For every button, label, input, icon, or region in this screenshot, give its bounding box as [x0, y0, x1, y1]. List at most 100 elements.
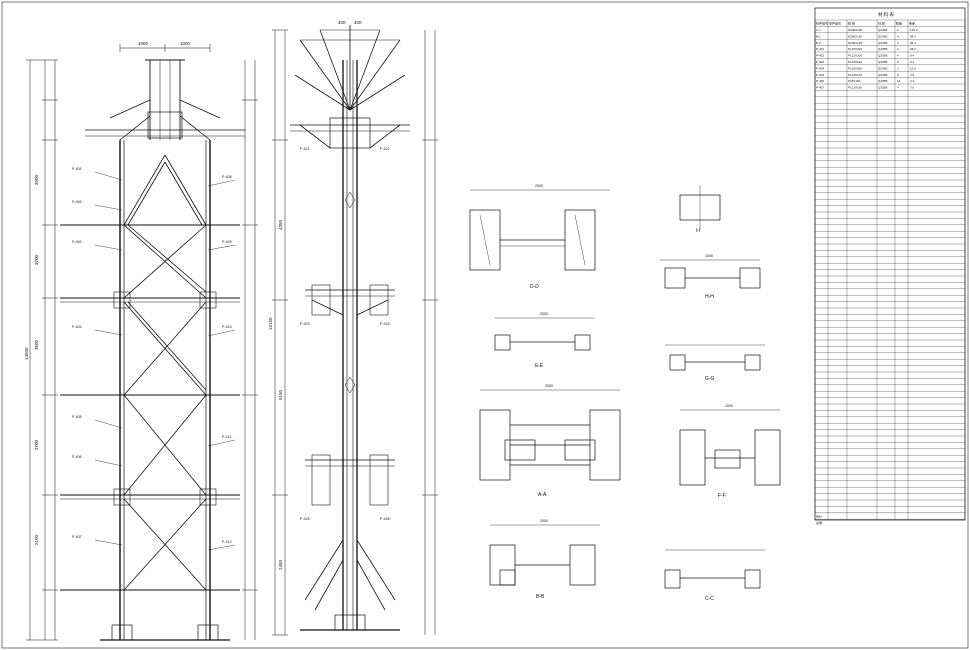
table-cell: Q235B [878, 47, 887, 51]
table-header-cell: 重量 [909, 21, 915, 26]
mid-tag-3: P-423 [300, 322, 310, 326]
table-cell: Q235B [878, 86, 887, 90]
table-header-cell: 构件编号 [816, 21, 828, 26]
mid-dim-side-3: 2450 [278, 559, 283, 570]
tag-7: P-407 [72, 535, 82, 539]
table-cell: P-405 [816, 73, 824, 77]
table-cell: Q235B [878, 41, 887, 45]
table-cell: 6 [897, 60, 899, 64]
table-footer-cell: 总重 [816, 520, 822, 525]
label-b-b: B-B [536, 594, 545, 600]
tag-4: P-404 [72, 325, 82, 329]
mid-tag-5: P-425 [300, 517, 310, 521]
table-cell: B-1 [816, 34, 821, 38]
table-cell: Q235B [878, 60, 887, 64]
table-cell: 4 [897, 34, 899, 38]
table-cell: PL12X200 [848, 54, 862, 58]
table-cell: P-402 [816, 54, 824, 58]
detail-i-i [679, 185, 721, 230]
dim-top-1: 1000 [138, 41, 149, 46]
table-cell: 2 [897, 41, 899, 45]
table-cell: Q235B [878, 79, 887, 83]
detail-d-d [469, 189, 610, 271]
material-table-title: 材 料 表 [878, 11, 895, 18]
table-cell: 2 [897, 47, 899, 51]
table-cell: 2.2 [910, 79, 915, 83]
dim-total: 14500 [24, 347, 29, 360]
table-cell: PL10X150 [848, 60, 862, 64]
table-cell: PL8X100 [848, 79, 861, 83]
table-cell: 4 [897, 54, 899, 58]
label-f-f: F-F [718, 493, 726, 499]
elevation-mid-texts: 400 400 4350 5150 2450 12150 P-421 P-422… [268, 20, 390, 570]
tag-3: P-403 [72, 240, 82, 244]
label-d-d: D-D [530, 284, 539, 290]
detail-b-b [489, 524, 600, 586]
dim-side-5: 2100 [34, 534, 39, 545]
table-header-cell: 规 格 [848, 21, 855, 26]
table-header-cell: 零件编号 [829, 21, 841, 26]
mid-dim-side-2: 5150 [278, 389, 283, 400]
table-cell: H300X150 [848, 34, 863, 38]
table-cell: Q235B [878, 66, 887, 70]
dim-e-e: 2000 [540, 312, 548, 316]
tag-1: P-401 [72, 167, 82, 171]
mid-tag-4: P-424 [380, 322, 390, 326]
tag-10: P-410 [222, 325, 232, 329]
tag-11: P-411 [222, 435, 231, 439]
tower-elevation-side [272, 25, 438, 636]
mid-tag-1: P-421 [300, 147, 310, 151]
tag-12: P-412 [222, 540, 232, 544]
table-cell: P-403 [816, 60, 824, 64]
dim-f-f: 1000 [725, 404, 733, 408]
detail-labels: D-D E-E H-H G-G F-F A-A I-I B-B C-C 2000… [530, 184, 733, 602]
table-cell: 3.8 [910, 73, 915, 77]
table-footer-cell: 合计 [816, 513, 822, 518]
mid-tag-2: P-422 [380, 147, 390, 151]
table-cell: 5.1 [910, 60, 915, 64]
table-cell: P-407 [816, 86, 824, 90]
label-e-e: E-E [535, 363, 544, 369]
tag-6: P-406 [72, 455, 82, 459]
dim-d-d: 2000 [535, 184, 543, 188]
label-a-a: A-A [538, 492, 547, 498]
table-cell: 2 [897, 66, 899, 70]
table-cell: Q235B [878, 54, 887, 58]
section-details [469, 185, 781, 589]
tower-elevation-left [26, 44, 258, 641]
tag-8: P-408 [222, 175, 232, 179]
table-cell: H250X125 [848, 41, 863, 45]
table-cell: 9.4 [910, 54, 915, 58]
mid-dim-total: 12150 [268, 317, 273, 330]
label-i-i: I-I [696, 228, 700, 234]
table-cell: PL12X180 [848, 86, 862, 90]
table-cell: P-406 [816, 79, 824, 83]
detail-h-h [660, 259, 761, 289]
table-header-cell: 材 质 [878, 21, 885, 26]
mid-dim-top-1: 400 [338, 20, 346, 25]
detail-a-a [479, 389, 621, 481]
table-cell: 28.3 [910, 47, 916, 51]
table-cell: PL16X250 [848, 66, 862, 70]
table-header-cell: 数量 [896, 21, 902, 26]
dim-side-1: 3500 [34, 174, 39, 185]
table-cell: 2 [897, 28, 899, 32]
label-g-g: G-G [705, 376, 715, 382]
detail-g-g [665, 344, 765, 371]
mid-dim-top-2: 400 [354, 20, 362, 25]
table-cell: 4 [897, 86, 899, 90]
tag-2: P-402 [72, 200, 82, 204]
tag-5: P-405 [72, 415, 82, 419]
dim-b-b: 2000 [540, 519, 548, 523]
mid-dim-side-1: 4350 [278, 219, 283, 230]
table-cell: C-1 [816, 28, 821, 32]
dim-side-4: 3700 [34, 439, 39, 450]
dim-side-3: 3500 [34, 339, 39, 350]
dim-h-h: 1000 [705, 254, 713, 258]
table-cell: 8 [897, 73, 899, 77]
table-cell: H400X200 [848, 28, 863, 32]
table-cell: 56.4 [910, 41, 916, 45]
